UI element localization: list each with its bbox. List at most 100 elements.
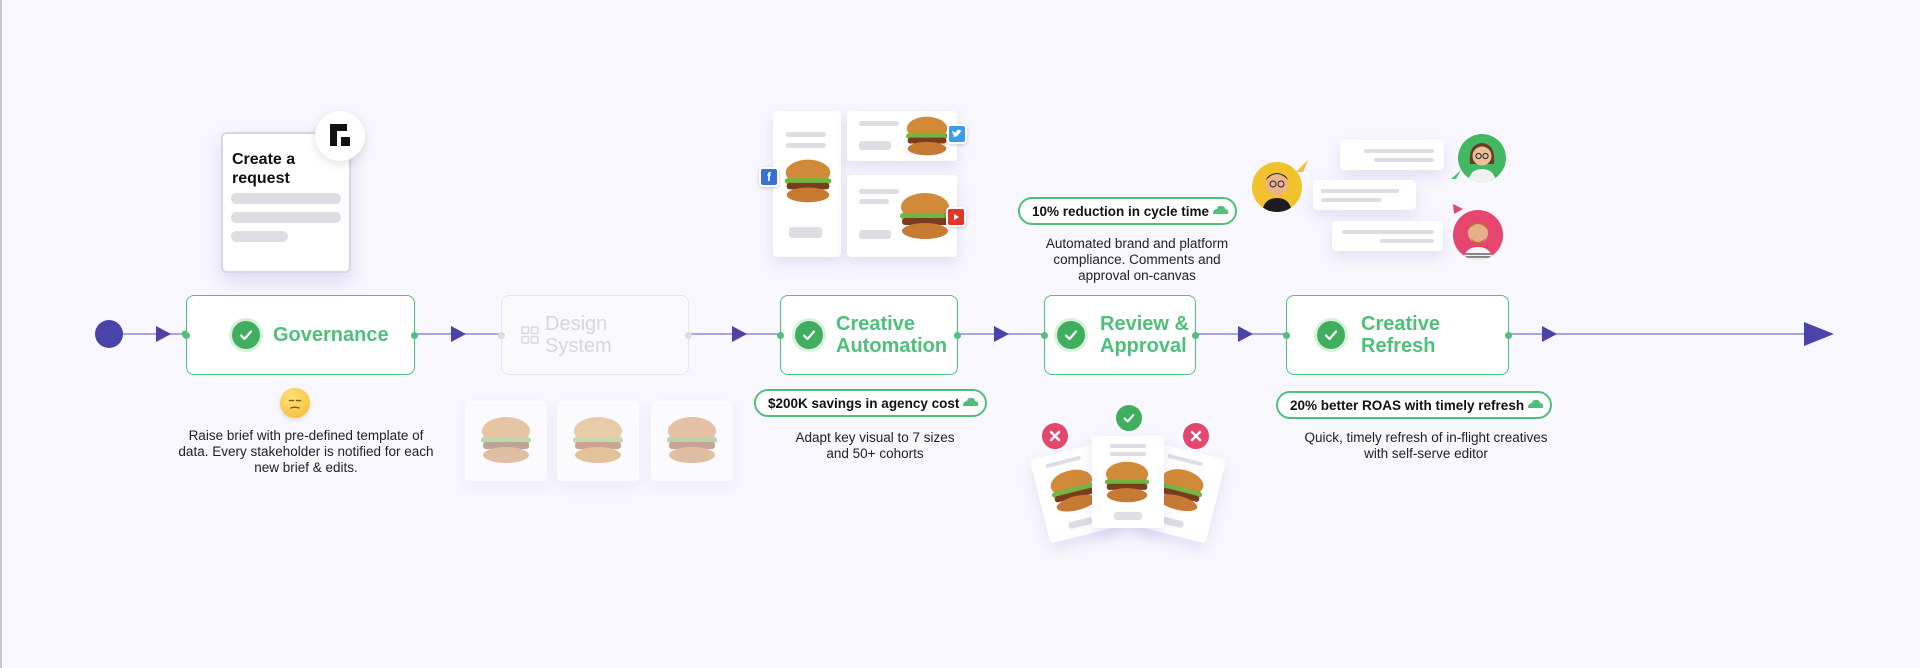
cloud-icon: [963, 397, 979, 406]
creative-refresh-description: Quick, timely refresh of in-flight creat…: [1304, 430, 1548, 461]
skeleton-line: [786, 132, 826, 137]
ad-wide-card: [847, 111, 957, 161]
flow-arrowhead: [1238, 326, 1253, 342]
burger-image: [1050, 469, 1097, 512]
check-icon: [792, 318, 826, 352]
skeleton-line: [1321, 189, 1399, 193]
burger-image: [900, 193, 950, 239]
approval-card-approved: [1092, 436, 1164, 528]
comment-card: [1340, 140, 1444, 170]
neutral-face-icon: [280, 388, 310, 418]
skeleton-line: [1380, 239, 1434, 243]
check-icon: [1054, 318, 1088, 352]
burger-image: [1157, 469, 1204, 512]
skeleton-block: [859, 230, 891, 239]
burger-image: [481, 417, 531, 463]
comment-card: [1313, 180, 1416, 210]
brand-logo-icon: [330, 124, 350, 146]
approval-card-rejected: [1029, 442, 1121, 544]
skeleton-line: [1364, 149, 1434, 153]
brand-logo-badge: [315, 111, 365, 161]
user-avatar: [1252, 162, 1302, 212]
cloud-icon: [1528, 399, 1544, 408]
roas-metric: 20% better ROAS with timely refresh: [1276, 391, 1553, 419]
burger-image: [906, 116, 948, 156]
skeleton-line: [1321, 198, 1381, 202]
skeleton-line: [1110, 452, 1146, 456]
end-arrowhead: [1804, 322, 1834, 346]
skeleton-line: [859, 121, 899, 126]
cursor-pointer-icon: [1453, 204, 1463, 214]
facebook-icon: f: [759, 167, 779, 187]
flow-arrowhead: [994, 326, 1009, 342]
design-thumb: [465, 401, 547, 481]
check-icon: [229, 318, 263, 352]
user-avatar: [1458, 134, 1506, 182]
user-avatar: [1453, 210, 1503, 260]
connector-port: [1505, 332, 1512, 339]
ad-tall-card: [773, 111, 841, 257]
connector-port: [183, 332, 190, 339]
skeleton-line: [1374, 158, 1434, 162]
agency-cost-metric: $200K savings in agency cost: [754, 389, 988, 417]
skeleton-line: [231, 193, 341, 204]
twitter-icon: [947, 124, 967, 144]
skeleton-line: [786, 143, 826, 148]
stage-label: Governance: [273, 324, 389, 346]
approval-card-rejected: [1135, 442, 1227, 544]
grid-icon: [521, 326, 539, 344]
governance-description: Raise brief with pre-defined template of…: [178, 428, 434, 475]
connector-port: [1192, 332, 1199, 339]
stage-review-approval[interactable]: Review &Approval: [1041, 295, 1199, 375]
creative-automation-description: Adapt key visual to 7 sizes and 50+ coho…: [795, 430, 955, 461]
skeleton-block: [1114, 512, 1142, 520]
cursor-pointer-icon: [1451, 170, 1461, 179]
burger-image: [667, 417, 717, 463]
skeleton-line: [859, 189, 899, 194]
skeleton-block: [1067, 516, 1093, 530]
burger-image: [1105, 461, 1149, 503]
connector-port: [1283, 332, 1290, 339]
cloud-icon: [1213, 205, 1229, 214]
stage-governance[interactable]: Governance: [183, 295, 418, 375]
connector-port: [411, 332, 418, 339]
connector-port: [954, 332, 961, 339]
check-icon: [1314, 318, 1348, 352]
connector-port: [777, 332, 784, 339]
reject-icon: [1040, 421, 1070, 451]
skeleton-line: [231, 212, 341, 223]
skeleton-block: [789, 227, 822, 238]
review-approval-description: Automated brand and platform compliance.…: [1045, 236, 1229, 283]
start-node: [95, 320, 123, 348]
skeleton-line: [231, 231, 288, 242]
connector-port: [685, 332, 692, 339]
ad-medium-card: [847, 175, 957, 257]
comment-card: [1332, 221, 1443, 251]
connector-port: [1041, 332, 1048, 339]
stage-label: Review &Approval: [1100, 313, 1189, 357]
flow-arrowhead: [451, 326, 466, 342]
skeleton-block: [859, 141, 891, 150]
reject-icon: [1181, 421, 1211, 451]
connector-port: [498, 332, 505, 339]
youtube-icon: [946, 207, 966, 227]
flow-arrowhead: [1542, 326, 1557, 342]
design-thumb: [557, 401, 639, 481]
skeleton-line: [1110, 444, 1146, 448]
cursor-pointer-icon: [1296, 160, 1308, 172]
flow-arrowhead: [732, 326, 747, 342]
approve-icon: [1114, 403, 1144, 433]
skeleton-line: [1342, 230, 1434, 234]
skeleton-line: [859, 199, 889, 204]
burger-image: [573, 417, 623, 463]
flow-arrowhead: [156, 326, 171, 342]
design-thumb: [651, 401, 733, 481]
cycle-time-metric: 10% reduction in cycle time: [1018, 197, 1238, 225]
